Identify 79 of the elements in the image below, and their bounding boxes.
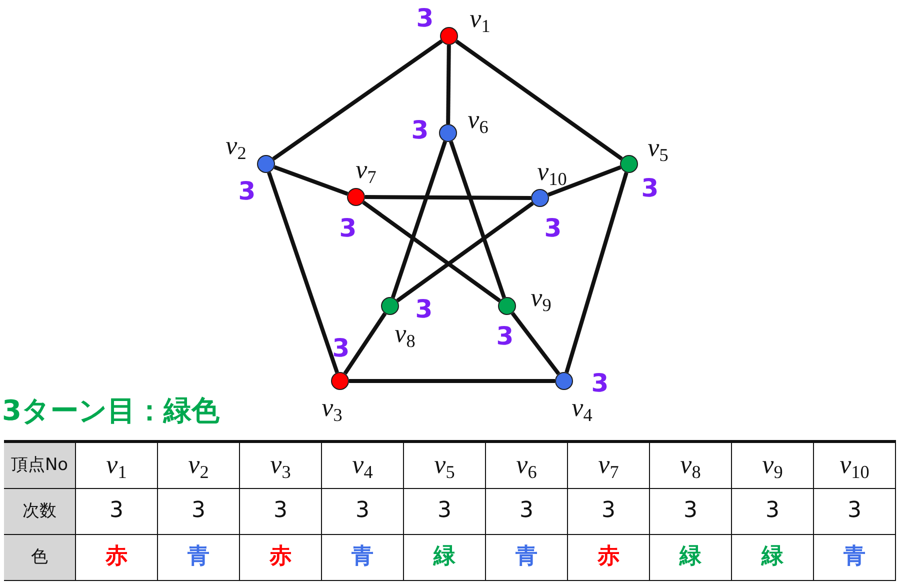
- color-name: 赤: [76, 535, 158, 581]
- vertex-dot: [331, 372, 349, 390]
- degree-value: 3: [158, 489, 240, 535]
- vertex-dot: [498, 297, 516, 315]
- degree-label: 3: [591, 370, 609, 396]
- color-name: 緑: [650, 535, 732, 581]
- graph-edge: [446, 44, 451, 124]
- degree-value: 3: [404, 489, 486, 535]
- vertex-name: v$_{3}$: [240, 443, 322, 489]
- vertex-name: v$_{8}$: [650, 443, 732, 489]
- degree-value: 3: [732, 489, 814, 535]
- vertex-label: v$_{6}$: [468, 107, 488, 133]
- vertex-name: v$_{4}$: [322, 443, 404, 489]
- vertex-dot: [531, 189, 549, 207]
- vertex-label: v$_{3}$: [322, 395, 342, 421]
- degree-label: 3: [496, 324, 514, 348]
- vertex-name: v$_{10}$: [814, 443, 896, 489]
- vertex-label: v$_{1}$: [470, 6, 490, 32]
- vertex-dot: [381, 297, 399, 315]
- vertex-dot: [440, 27, 458, 45]
- color-name: 青: [486, 535, 568, 581]
- degree-label: 3: [415, 296, 433, 322]
- vertex-label: v$_{8}$: [394, 321, 416, 347]
- graph-edge: [510, 312, 560, 376]
- degree-label: 3: [339, 216, 357, 240]
- degree-label: 3: [544, 216, 562, 240]
- color-name: 青: [814, 535, 896, 581]
- vertex-name: v$_{6}$: [486, 443, 568, 489]
- degree-value: 3: [568, 489, 650, 535]
- vertex-dot: [257, 155, 275, 173]
- vertex-label: v$_{4}$: [572, 395, 592, 421]
- graph-edge: [343, 312, 387, 375]
- row-header: 頂点No: [4, 443, 76, 489]
- vertex-name: v$_{1}$: [76, 443, 158, 489]
- vertex-label: v$_{9}$: [530, 285, 552, 311]
- vertex-dot: [439, 124, 457, 142]
- color-name: 赤: [568, 535, 650, 581]
- vertex-name: v$_{7}$: [568, 443, 650, 489]
- graph-edge: [455, 40, 623, 160]
- vertex-name: v$_{2}$: [158, 443, 240, 489]
- vertex-label: v$_{2}$: [226, 133, 246, 159]
- vertex-label: v$_{7}$: [356, 157, 376, 183]
- color-name: 青: [158, 535, 240, 581]
- degree-label: 3: [416, 6, 434, 30]
- degree-value: 3: [814, 489, 896, 535]
- graph-edge: [362, 200, 501, 302]
- color-name: 緑: [404, 535, 486, 581]
- vertex-dot: [555, 372, 573, 390]
- degree-value: 3: [650, 489, 732, 535]
- vertex-name: v$_{9}$: [732, 443, 814, 489]
- vertex-dot: [620, 155, 638, 173]
- graph-edge: [396, 202, 534, 302]
- vertex-name: v$_{5}$: [404, 443, 486, 489]
- graph-edge: [267, 172, 339, 374]
- turn-heading: 3ターン目：緑色: [2, 394, 220, 428]
- degree-value: 3: [240, 489, 322, 535]
- graph-edge: [274, 165, 348, 196]
- degree-label: 3: [238, 178, 256, 204]
- color-name: 赤: [240, 535, 322, 581]
- graph-edge: [449, 140, 506, 298]
- degree-label: 3: [332, 336, 350, 360]
- degree-value: 3: [486, 489, 568, 535]
- row-header: 色: [4, 535, 76, 581]
- graph-edge: [272, 40, 443, 160]
- degree-label: 3: [641, 176, 659, 200]
- graph-edge: [548, 165, 622, 197]
- graph-edge: [364, 195, 532, 200]
- vertex-label: v$_{5}$: [648, 135, 668, 161]
- graph-edge: [564, 172, 628, 373]
- vertex-label: v$_{10}$: [537, 159, 567, 185]
- graph-edge: [390, 140, 448, 298]
- row-header: 次数: [4, 489, 76, 535]
- color-name: 緑: [732, 535, 814, 581]
- color-name: 青: [322, 535, 404, 581]
- graph-edge: [349, 379, 555, 383]
- degree-value: 3: [76, 489, 158, 535]
- degree-value: 3: [322, 489, 404, 535]
- vertex-dot: [347, 188, 365, 206]
- degree-label: 3: [411, 118, 429, 142]
